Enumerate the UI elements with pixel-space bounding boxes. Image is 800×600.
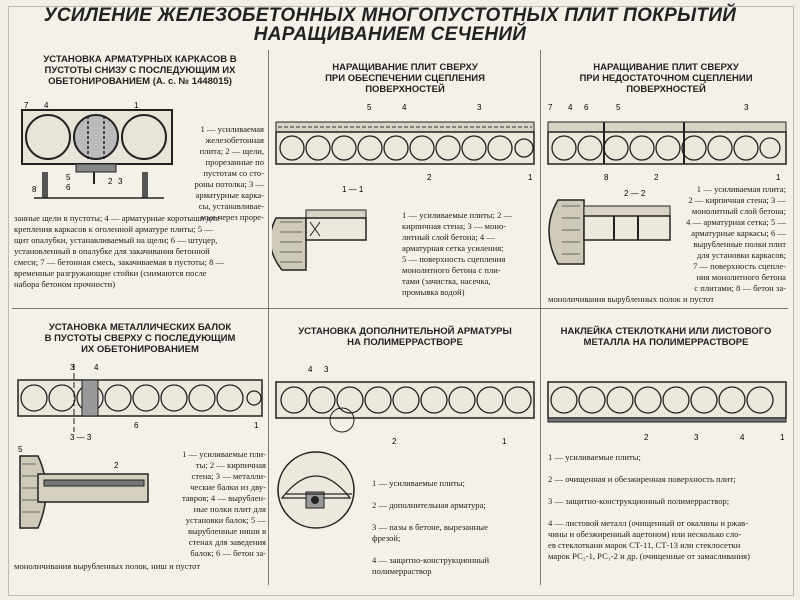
panel-5-detail xyxy=(277,451,355,529)
callout-4: 4 xyxy=(568,103,573,112)
panel-1: УСТАНОВКА АРМАТУРНЫХ КАРКАСОВ В ПУСТОТЫ … xyxy=(14,54,266,87)
callout-8: 8 xyxy=(604,173,609,182)
callout-1: 1 xyxy=(254,421,259,430)
sheet-title: УСИЛЕНИЕ ЖЕЛЕЗОБЕТОННЫХ МНОГОПУСТОТНЫХ П… xyxy=(40,6,740,44)
panel-6-legend: 1 — усиливаемые плиты; 2 — очищенная и о… xyxy=(548,452,750,561)
panel-3-heading: НАРАЩИВАНИЕ ПЛИТ СВЕРХУ ПРИ НЕДОСТАТОЧНО… xyxy=(579,62,753,95)
callout-5: 5 xyxy=(18,445,23,454)
callout-2: 2 xyxy=(108,177,113,186)
callout-4: 4 xyxy=(740,433,745,442)
panel-5-drawing: 4 3 2 1 xyxy=(275,365,535,446)
panel-2-legend: 1 — усиливаемые плиты; 2 — кирпичная сте… xyxy=(402,210,513,297)
panel-3-drawing: 7 4 6 5 3 8 2 1 2 — 2 xyxy=(547,103,787,198)
section-label: 1 — 1 xyxy=(342,185,364,194)
panel-4-heading: УСТАНОВКА МЕТАЛЛИЧЕСКИХ БАЛОК В ПУСТОТЫ … xyxy=(44,322,236,355)
callout-2: 2 xyxy=(654,173,659,182)
callout-4: 4 xyxy=(308,365,313,374)
callout-3: 3 xyxy=(744,103,749,112)
panel-6: НАКЛЕЙКА СТЕКЛОТКАНИ ИЛИ ЛИСТОВОГО МЕТАЛ… xyxy=(544,326,788,348)
callout-3: 3 xyxy=(477,103,482,112)
panel-3-legend: 1 — усиливаемая плита; 2 — кирпичная сте… xyxy=(686,184,786,293)
callout-3: 3 xyxy=(70,363,75,372)
callout-1: 1 xyxy=(780,433,785,442)
callout-6: 6 xyxy=(584,103,589,112)
callout-3: 3 xyxy=(324,365,329,374)
panel-1-legend-bottom: занные щели в пустоты; 4 — арматурные ко… xyxy=(14,213,225,289)
title-line-1: УСИЛЕНИЕ ЖЕЛЕЗОБЕТОННЫХ МНОГОПУСТОТНЫХ П… xyxy=(43,5,737,26)
panel-5: УСТАНОВКА ДОПОЛНИТЕЛЬНОЙ АРМАТУРЫ НА ПОЛ… xyxy=(272,326,538,348)
callout-4: 4 xyxy=(44,101,49,110)
panel-4-legend-bottom: моноличивания вырубленных полок, ниш и п… xyxy=(14,561,201,571)
title-line-2: НАРАЩИВАНИЕМ СЕЧЕНИЙ xyxy=(253,24,527,45)
panel-5-legend: 1 — усиливаемые плиты; 2 — дополнительна… xyxy=(372,478,490,576)
panel-3-legend-bottom: моноличивания вырубленных полок и пустот xyxy=(548,294,714,304)
callout-4: 4 xyxy=(402,103,407,112)
panel-2-heading: НАРАЩИВАНИЕ ПЛИТ СВЕРХУ ПРИ ОБЕСПЕЧЕНИИ … xyxy=(325,62,485,95)
panel-2-drawing: 5 4 3 2 1 1 — 1 xyxy=(272,103,535,271)
callout-1: 1 xyxy=(134,101,139,110)
panel-4-drawing: 3 4 6 1 3 — 3 5 2 xyxy=(17,363,263,529)
panel-4-legend: 1 — усиливаемые пли- ты; 2 — кирпичная с… xyxy=(181,449,266,558)
panel-6-drawing: 2 3 4 1 xyxy=(547,381,787,442)
panel-6-heading: НАКЛЕЙКА СТЕКЛОТКАНИ ИЛИ ЛИСТОВОГО МЕТАЛ… xyxy=(560,326,772,348)
callout-6: 6 xyxy=(66,183,71,192)
callout-1: 1 xyxy=(776,173,781,182)
callout-7: 7 xyxy=(24,101,29,110)
callout-8: 8 xyxy=(32,185,37,194)
panel-1-drawing: 7 4 1 5 6 8 2 3 xyxy=(21,101,173,199)
section-label: 3 — 3 xyxy=(70,433,92,442)
column-divider-2 xyxy=(540,50,541,585)
callout-3: 3 xyxy=(118,177,123,186)
panel-4: УСТАНОВКА МЕТАЛЛИЧЕСКИХ БАЛОК В ПУСТОТЫ … xyxy=(14,322,266,355)
callout-2: 2 xyxy=(427,173,432,182)
panel-3: НАРАЩИВАНИЕ ПЛИТ СВЕРХУ ПРИ НЕДОСТАТОЧНО… xyxy=(544,62,788,95)
panel-1-legend-right: 1 — усиливаемая железобетонная плита; 2 … xyxy=(194,124,264,222)
callout-5: 5 xyxy=(616,103,621,112)
callout-2: 2 xyxy=(644,433,649,442)
callout-2: 2 xyxy=(392,437,397,446)
callout-1: 1 xyxy=(502,437,507,446)
callout-3: 3 xyxy=(694,433,699,442)
callout-5: 5 xyxy=(66,173,71,182)
panel-5-heading: УСТАНОВКА ДОПОЛНИТЕЛЬНОЙ АРМАТУРЫ НА ПОЛ… xyxy=(298,326,512,348)
callout-6: 6 xyxy=(134,421,139,430)
row-divider xyxy=(12,308,788,309)
callout-5: 5 xyxy=(367,103,372,112)
callout-4: 4 xyxy=(94,363,99,372)
panel-3-section xyxy=(548,199,671,265)
panel-2: НАРАЩИВАНИЕ ПЛИТ СВЕРХУ ПРИ ОБЕСПЕЧЕНИИ … xyxy=(272,62,538,95)
callout-1: 1 xyxy=(528,173,533,182)
section-label: 2 — 2 xyxy=(624,189,646,198)
callout-2: 2 xyxy=(114,461,119,470)
panel-1-heading: УСТАНОВКА АРМАТУРНЫХ КАРКАСОВ В ПУСТОТЫ … xyxy=(43,54,237,87)
column-divider-1 xyxy=(268,50,269,585)
callout-7: 7 xyxy=(548,103,553,112)
